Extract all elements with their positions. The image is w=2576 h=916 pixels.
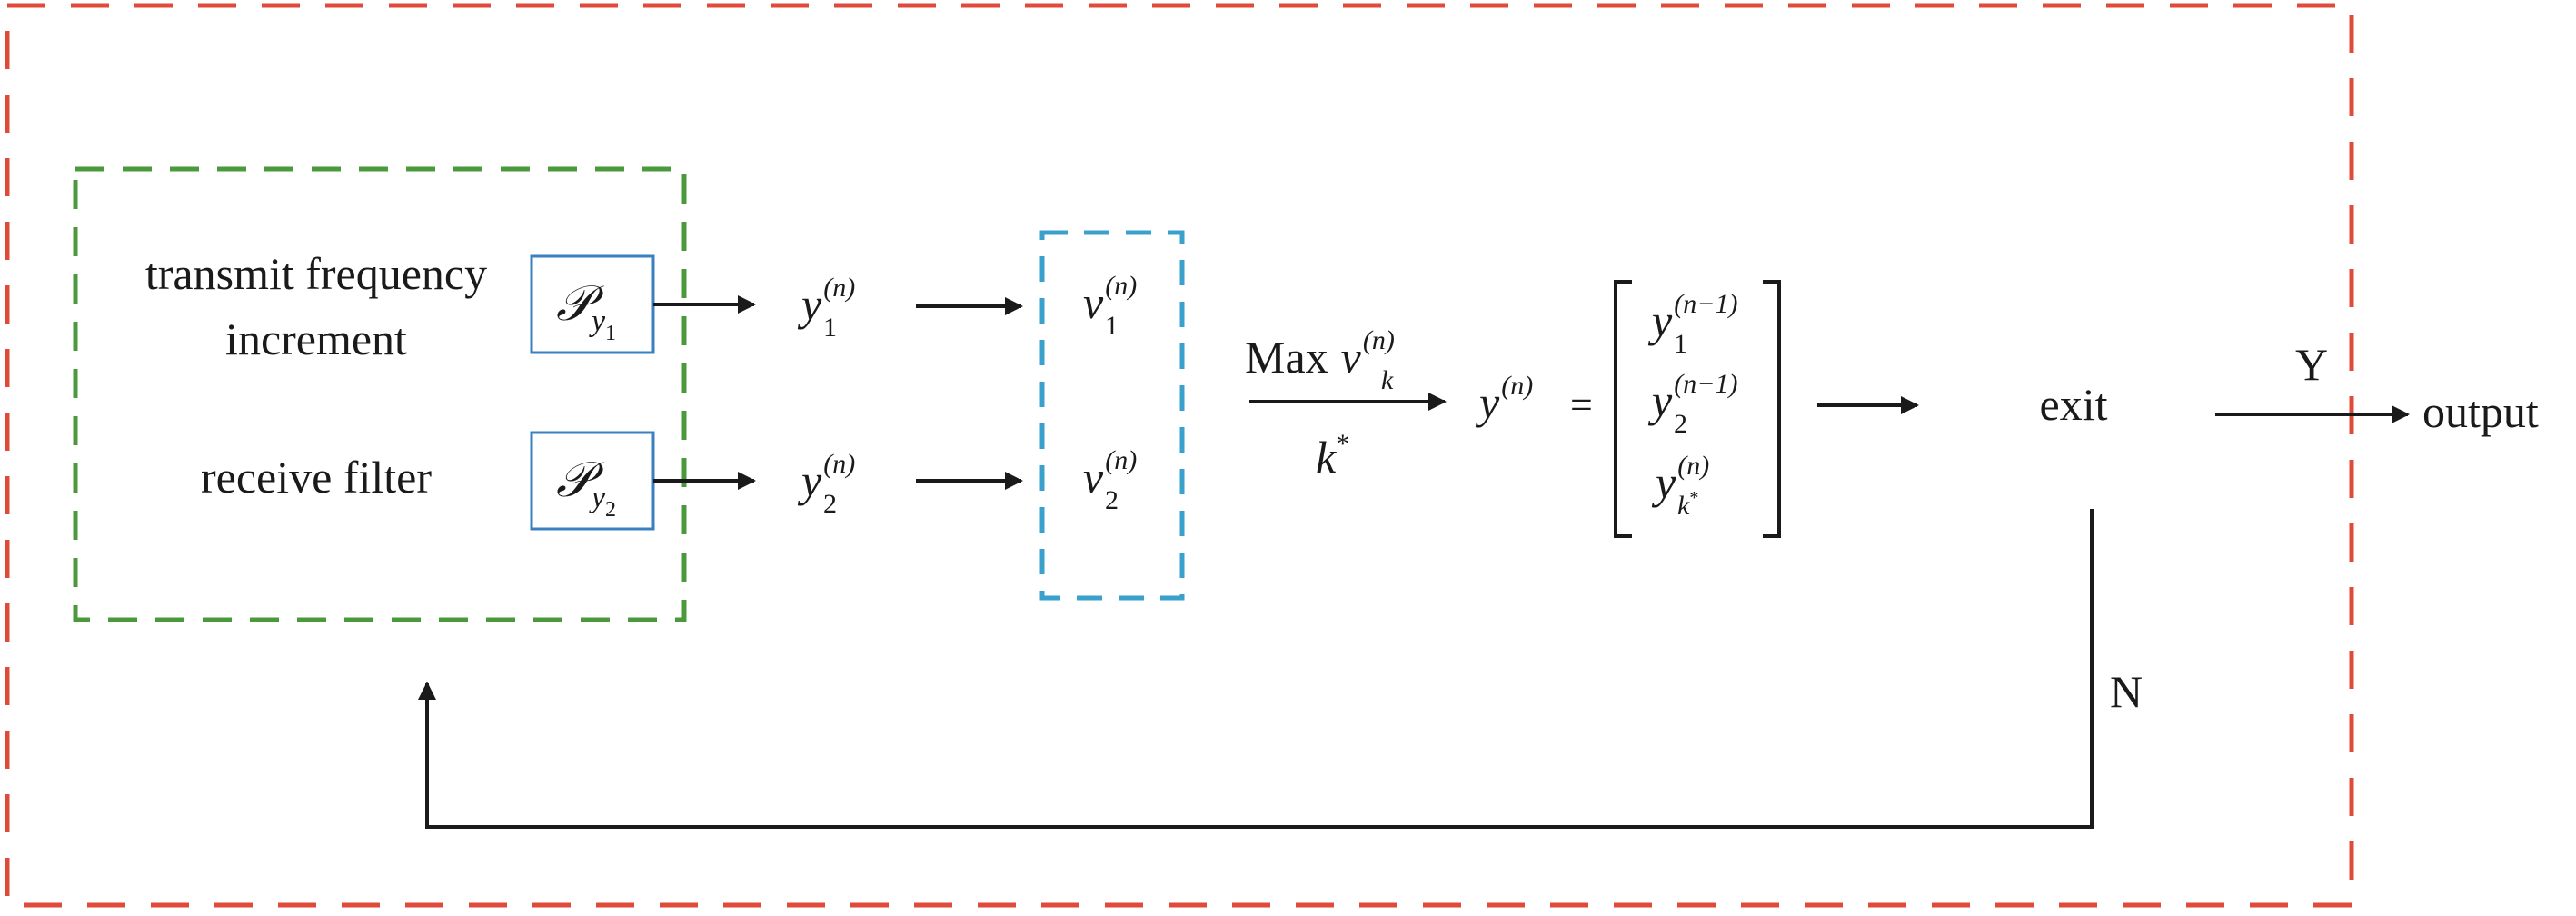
matrix-row-2-subscript: 2	[1674, 409, 1687, 439]
feedback-loop-line	[418, 509, 2094, 829]
y2-subscript: 2	[823, 489, 837, 519]
matrix-left-bracket	[1614, 280, 1632, 538]
matrix-row-1: y(n−1)	[1647, 289, 1737, 346]
yes-label: Y	[2295, 339, 2328, 390]
v1-symbol: v(n)	[1083, 271, 1137, 328]
max-subscript-k: k	[1381, 365, 1394, 395]
yn-symbol: y(n)	[1475, 371, 1533, 428]
no-label: N	[2110, 666, 2143, 717]
y1-subscript: 1	[823, 313, 837, 343]
matrix-row-1-subscript: 1	[1674, 329, 1687, 359]
transmit-label-line2: increment	[225, 314, 407, 364]
matrix-row-3: y(n)	[1651, 451, 1709, 508]
matrix-right-bracket	[1763, 280, 1781, 538]
equals-sign: =	[1570, 383, 1593, 427]
matrix-row-3-subscript: k*	[1677, 488, 1698, 521]
projection-box-2	[530, 431, 655, 531]
matrix-row-2: y(n−1)	[1647, 369, 1737, 426]
y1-symbol: y(n)	[797, 273, 855, 330]
v2-subscript: 2	[1105, 485, 1119, 515]
projection-symbol-1: 𝒫y1	[556, 276, 616, 345]
output-label: output	[2422, 386, 2539, 437]
v1-subscript: 1	[1105, 311, 1119, 341]
input-group-border	[73, 166, 687, 622]
transmit-label-line1: transmit frequency	[145, 248, 487, 299]
k-star-label: k*	[1316, 429, 1349, 483]
outer-dashed-border	[5, 3, 2354, 908]
y2-symbol: y(n)	[797, 449, 855, 506]
exit-label: exit	[2040, 379, 2108, 430]
v2-symbol: v(n)	[1083, 445, 1137, 503]
receive-label: receive filter	[201, 452, 432, 503]
projection-box-1	[530, 254, 655, 354]
